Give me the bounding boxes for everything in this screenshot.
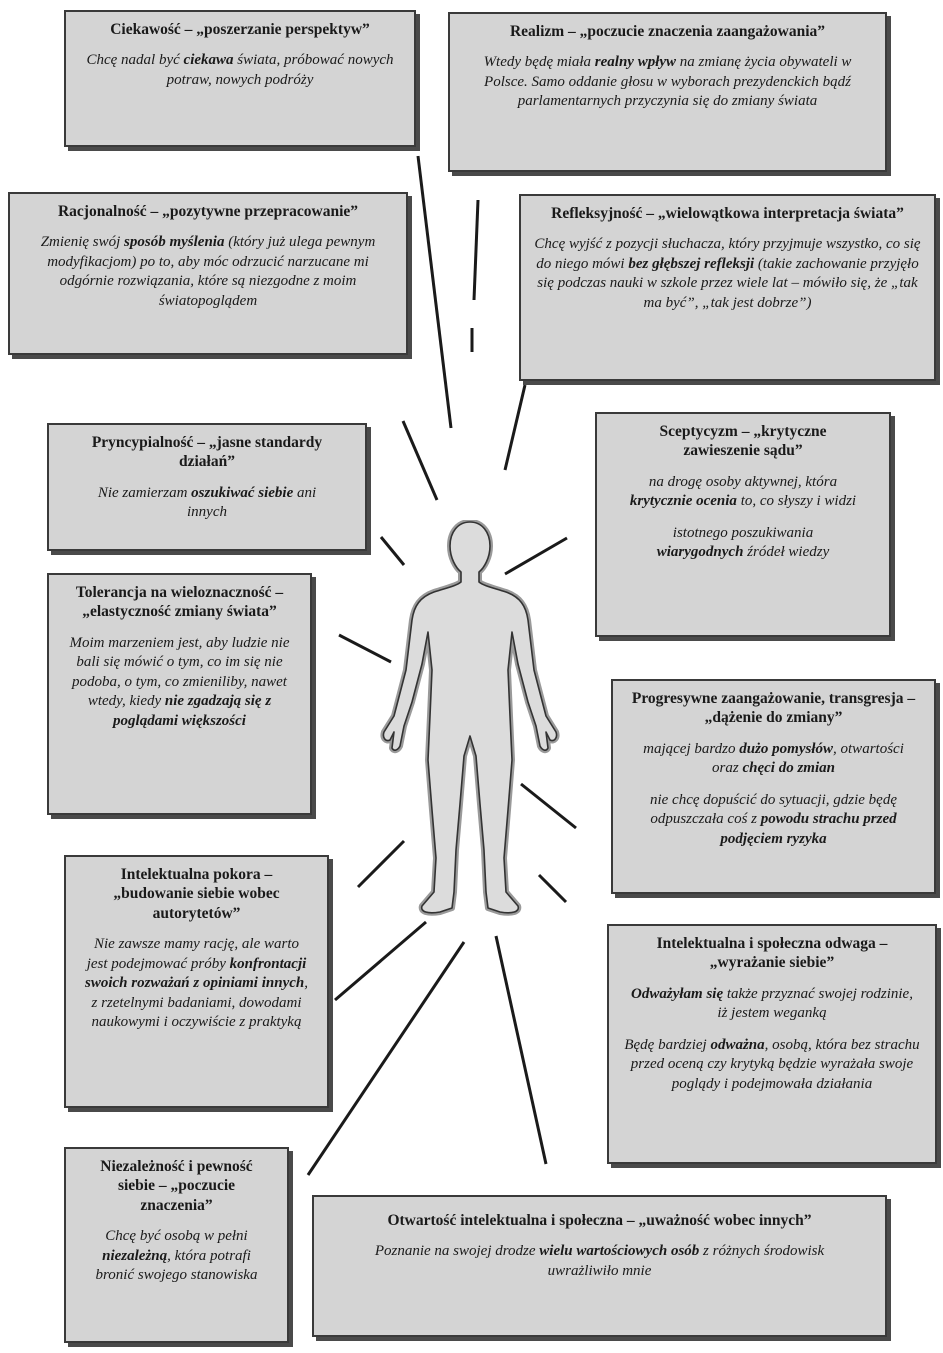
box-description: Zmienię swój sposób myślenia (który już … [20, 233, 396, 311]
text-segment: Zmienię swój [40, 234, 125, 251]
text-segment: , z rzetelnymi badaniami, dowodami nauko… [91, 975, 308, 1031]
box-title: Sceptycyzm – „krytyczne zawieszenie sądu… [659, 423, 827, 460]
text-segment: świata, próbować nowych potraw, nowych p… [166, 52, 394, 88]
box-odwaga: Intelektualna i społeczna odwaga – „wyra… [607, 924, 937, 1164]
connector-line [520, 782, 577, 830]
connector-line [504, 536, 568, 576]
box-description: Chcę nadal być ciekawa świata, próbować … [76, 51, 404, 90]
text-segment: , która potrafi bronić swojego stanowisk… [95, 1247, 258, 1284]
emphasis-text: niezależną [102, 1247, 168, 1264]
text-segment: źródeł wiedzy [743, 544, 830, 561]
box-realizm: Realizm – „poczucie znaczenia zaangażowa… [448, 12, 887, 172]
emphasis-text: chęci do zmian [742, 760, 835, 777]
connector-line [356, 839, 406, 889]
text-segment: Poznanie na swojej drodze [374, 1243, 540, 1260]
text-segment: to, co słyszy i widzi [736, 493, 857, 510]
connector-line [503, 384, 527, 471]
box-title: Intelektualna i społeczna odwaga – „wyra… [656, 935, 888, 972]
box-description: Chcę być osobą w pełni niezależną, która… [76, 1227, 277, 1286]
emphasis-text: powodu strachu przed podjęciem ryzyka [720, 811, 897, 847]
box-title: Racjonalność – „pozytywne przepracowanie… [57, 203, 359, 220]
box-pryncypialnosc: Pryncypialność – „jasne standardy działa… [47, 423, 367, 551]
box-description: Będę bardziej odważna, osobą, która bez … [619, 1036, 925, 1095]
box-title: Tolerancja na wieloznaczność – „elastycz… [75, 584, 284, 621]
emphasis-text: oszukiwać siebie [191, 484, 294, 501]
text-segment: na drogę osoby aktywnej, która [648, 473, 838, 490]
box-description: mającej bardzo dużo pomysłów, otwartości… [623, 740, 924, 779]
box-description: Wtedy będę miała realny wpływ na zmianę … [460, 53, 875, 112]
connector-line [306, 941, 466, 1176]
emphasis-text: odważna [710, 1036, 765, 1053]
box-intelektualna-pokora: Intelektualna pokora – „budowanie siebie… [64, 855, 329, 1108]
box-description: Nie zamierzam oszukiwać siebie ani innyc… [59, 484, 355, 523]
box-description: Moim marzeniem jest, aby ludzie nie bali… [59, 634, 300, 732]
text-segment: na zmianę życia obywateli w Polsce. Samo… [484, 54, 852, 110]
emphasis-text: sposób myślenia [124, 234, 225, 251]
box-description: Poznanie na swojej drodze wielu wartości… [324, 1242, 875, 1281]
emphasis-text: konfrontacji swoich rozważań z opiniami … [85, 955, 307, 992]
box-refleksyjnosc: Refleksyjność – „wielowątkowa interpreta… [519, 194, 936, 381]
box-niezaleznosc: Niezależność i pewność siebie – „poczuci… [64, 1147, 289, 1343]
text-segment: z różnych środowisk uwrażliwiło mnie [547, 1243, 825, 1279]
text-segment: Nie zawsze mamy rację, ale warto jest po… [86, 936, 299, 972]
box-title: Progresywne zaangażowanie, transgresja –… [631, 690, 916, 727]
connector-line [334, 920, 427, 1002]
box-title: Realizm – „poczucie znaczenia zaangażowa… [509, 23, 826, 40]
box-title: Otwartość intelektualna i społeczna – „u… [387, 1212, 812, 1229]
box-sceptycyzm: Sceptycyzm – „krytyczne zawieszenie sądu… [595, 412, 891, 637]
box-title: Ciekawość – „poszerzanie perspektyw” [110, 21, 370, 38]
connector-line [537, 873, 568, 904]
text-segment: Chcę wyjść z pozycji słuchacza, który pr… [534, 236, 921, 272]
box-description: Chcę wyjść z pozycji słuchacza, który pr… [531, 235, 924, 313]
connector-line [472, 199, 480, 301]
emphasis-text: wielu wartościowych osób [539, 1243, 700, 1260]
emphasis-text: nie zgadzają się z poglądami większości [113, 693, 272, 729]
box-title: Niezależność i pewność siebie – „poczuci… [100, 1158, 253, 1214]
text-segment: istotnego poszukiwania [672, 524, 814, 541]
text-segment: Chcę nadal być [86, 52, 184, 69]
box-description: na drogę osoby aktywnej, która krytyczni… [607, 473, 879, 512]
emphasis-text: realny wpływ [594, 54, 677, 71]
text-segment: , otwartości oraz [712, 740, 904, 777]
text-segment: , osobą, która bez strachu przed oceną c… [630, 1036, 920, 1092]
box-description: nie chcę dopuścić do sytuacji, gdzie będ… [623, 791, 924, 850]
text-segment: Moim marzeniem jest, aby ludzie nie bali… [69, 634, 290, 710]
box-description: Nie zawsze mamy rację, ale warto jest po… [76, 935, 317, 1033]
connector-line [401, 420, 439, 501]
box-tolerancja: Tolerancja na wieloznaczność – „elastycz… [47, 573, 312, 815]
box-title: Pryncypialność – „jasne standardy działa… [91, 434, 323, 471]
connector-line [494, 935, 548, 1165]
box-title: Intelektualna pokora – „budowanie siebie… [113, 866, 280, 922]
emphasis-text: dużo pomysłów [739, 740, 834, 757]
text-segment: (który już ulega pewnym modyfikacjom) po… [47, 234, 376, 309]
text-segment: ani innych [187, 484, 317, 521]
text-segment: także przyznać swojej rodzinie, iż jeste… [717, 985, 913, 1022]
box-description: istotnego poszukiwania wiarygodnych źród… [607, 524, 879, 563]
box-progresywne: Progresywne zaangażowanie, transgresja –… [611, 679, 936, 894]
box-racjonalnosc: Racjonalność – „pozytywne przepracowanie… [8, 192, 408, 355]
text-segment: Wtedy będę miała [483, 54, 595, 71]
text-segment: Nie zamierzam [97, 484, 192, 501]
emphasis-text: bez głębszej refleksji [628, 255, 755, 272]
connector-line [338, 633, 392, 664]
box-otwartosc: Otwartość intelektualna i społeczna – „u… [312, 1195, 887, 1337]
box-description: Odważyłam się także przyznać swojej rodz… [619, 985, 925, 1024]
box-ciekawosc: Ciekawość – „poszerzanie perspektyw” Chc… [64, 10, 416, 147]
emphasis-text: wiarygodnych [656, 544, 744, 561]
emphasis-text: ciekawa [183, 52, 234, 69]
box-title: Refleksyjność – „wielowątkowa interpreta… [551, 205, 904, 222]
text-segment: mającej bardzo [643, 740, 740, 757]
human-figure-icon [380, 520, 560, 916]
emphasis-text: krytycznie ocenia [629, 493, 737, 510]
text-segment: Chcę być osobą w pełni [105, 1228, 248, 1245]
emphasis-text: Odważyłam się [631, 985, 724, 1002]
text-segment: (takie zachowanie przyjęło się podczas n… [537, 255, 919, 311]
text-segment: nie chcę dopuścić do sytuacji, gdzie będ… [649, 791, 897, 828]
connector-line [379, 536, 406, 566]
connector-line [416, 155, 453, 429]
text-segment: Będę bardziej [624, 1036, 711, 1053]
